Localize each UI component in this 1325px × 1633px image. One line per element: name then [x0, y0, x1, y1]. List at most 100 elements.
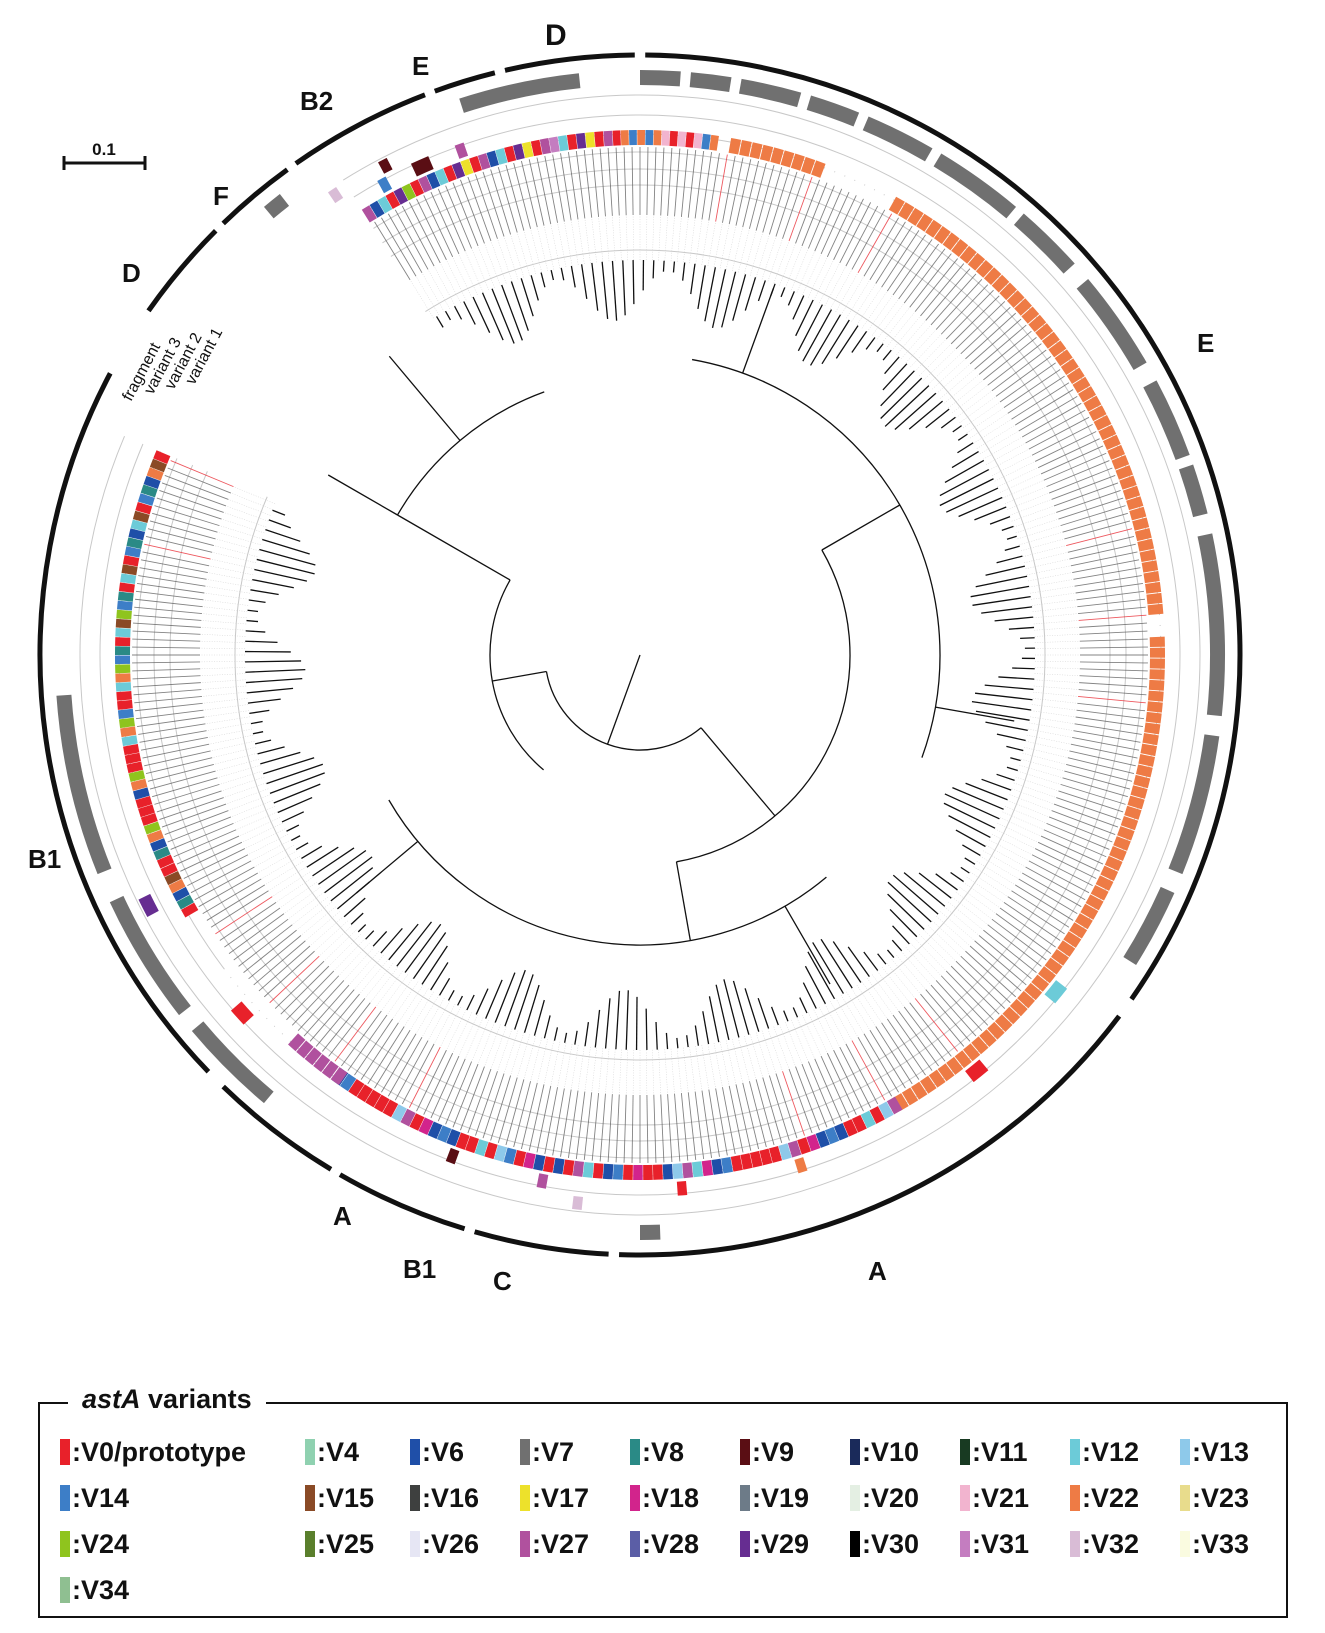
- leaf-label: [1062, 777, 1128, 798]
- variant-1-segment: [1122, 485, 1141, 500]
- leaf-guide: [1034, 667, 1080, 670]
- leaf-label: [1077, 598, 1145, 608]
- leaf-guide: [731, 227, 743, 271]
- tip-branch: [277, 796, 313, 814]
- tip-branch: [804, 965, 827, 1005]
- tip-branch: [975, 575, 1028, 588]
- leaf-label: [839, 202, 872, 264]
- leaf-guide: [309, 916, 344, 947]
- leaf-guide: [683, 1047, 689, 1093]
- tip-branch: [514, 974, 534, 1030]
- tip-branch: [245, 640, 278, 643]
- leaf-guide: [219, 770, 263, 785]
- leaf-label: [482, 1073, 505, 1139]
- variant-1-segment: [612, 130, 621, 146]
- leaf-label: [408, 1046, 441, 1108]
- tip-branch: [306, 846, 339, 868]
- legend-label: :V8: [642, 1436, 685, 1467]
- leaf-guide: [1015, 518, 1059, 534]
- leaf-guide: [1034, 627, 1080, 631]
- tip-branch: [835, 325, 859, 359]
- leaf-guide: [1011, 505, 1055, 522]
- leaf-guide: [300, 906, 336, 936]
- leaf-guide: [233, 805, 276, 824]
- tip-branch: [257, 746, 285, 755]
- fragment-segment: [738, 78, 802, 108]
- tip-branch: [994, 616, 1034, 622]
- variant-1-segment: [1120, 815, 1139, 831]
- leaf-guide: [1009, 794, 1052, 811]
- tip-branch: [463, 301, 476, 325]
- leaf-label: [788, 176, 813, 242]
- leaf-guide: [807, 256, 828, 298]
- leaf-label: [1037, 438, 1100, 469]
- variant-1-segment: [701, 1160, 714, 1177]
- fragment-segment: [806, 95, 860, 127]
- leaf-guide: [202, 606, 248, 612]
- variant-1-segment: [602, 1163, 614, 1180]
- branch-arc: [691, 358, 941, 758]
- leaf-guide: [737, 1037, 750, 1082]
- leaf-label: [253, 940, 306, 986]
- legend: astA variants :V0/prototype:V4:V6:V7:V8:…: [38, 1384, 1288, 1618]
- tip-branch: [998, 676, 1035, 680]
- leaf-label: [881, 230, 920, 288]
- leaf-label: [1060, 783, 1126, 805]
- leaf-guide: [244, 828, 286, 849]
- variant-1-segment: [116, 600, 133, 611]
- fragment-segment: [689, 72, 732, 93]
- tip-branch: [263, 757, 315, 775]
- variant-1-segment: [677, 131, 687, 147]
- leaf-guide: [213, 545, 258, 558]
- variant-1-segment: [469, 155, 482, 173]
- variant-1-segment: [728, 137, 742, 155]
- tip-branch: [809, 314, 842, 366]
- leaf-label: [722, 1087, 736, 1155]
- leaf-guide: [846, 991, 871, 1031]
- leaf-guide: [471, 1019, 490, 1062]
- leaf-label: [374, 221, 411, 281]
- clade-label: B1: [28, 844, 61, 874]
- leaf-guide: [1007, 492, 1050, 510]
- leaf-label: [520, 1082, 538, 1150]
- variant-1-segment: [920, 1075, 937, 1094]
- tip-branch: [388, 923, 419, 961]
- leaf-label: [144, 750, 211, 767]
- variant-1-segment: [730, 1155, 743, 1172]
- tip-branch: [252, 578, 294, 589]
- leaf-guide: [743, 1035, 757, 1080]
- legend-label: :V9: [752, 1436, 795, 1467]
- legend-label: :V13: [1192, 1436, 1250, 1467]
- variant-1-segment: [661, 130, 670, 146]
- leaf-label: [615, 1094, 620, 1163]
- leaf-guide: [591, 217, 597, 263]
- tip-branch: [795, 299, 814, 337]
- leaf-guide: [979, 855, 1019, 880]
- leaf-guide: [230, 800, 273, 818]
- tip-branch: [708, 996, 720, 1043]
- tip-branch: [530, 275, 539, 301]
- variant-1-segment: [991, 274, 1010, 293]
- variant-1-segment: [1095, 875, 1114, 891]
- leaf-label: [387, 213, 423, 274]
- leaf-label: [138, 575, 206, 587]
- leaf-label: [475, 174, 498, 239]
- variant-1-segment: [612, 1164, 624, 1180]
- ring-label-group: fragment variant 3 variant 2 variant 1: [120, 325, 227, 404]
- leaf-label: [851, 1040, 886, 1101]
- leaf-label: [467, 1068, 492, 1134]
- variant-1-segment: [486, 150, 499, 168]
- leaf-guide: [830, 1001, 853, 1041]
- leaf-label: [430, 1055, 460, 1119]
- leaf-guide: [767, 1028, 783, 1072]
- leaf-label: [180, 841, 243, 872]
- variant-1-segment: [1146, 592, 1163, 605]
- leaf-label: [960, 306, 1011, 355]
- variant-1-segment: [811, 160, 826, 178]
- leaf-guide: [200, 679, 246, 683]
- leaf-label: [925, 989, 971, 1042]
- legend-swatch: [850, 1531, 860, 1557]
- clade-label: B2: [300, 86, 333, 116]
- tip-branch: [594, 1009, 601, 1048]
- variant-1-segment: [1149, 625, 1165, 637]
